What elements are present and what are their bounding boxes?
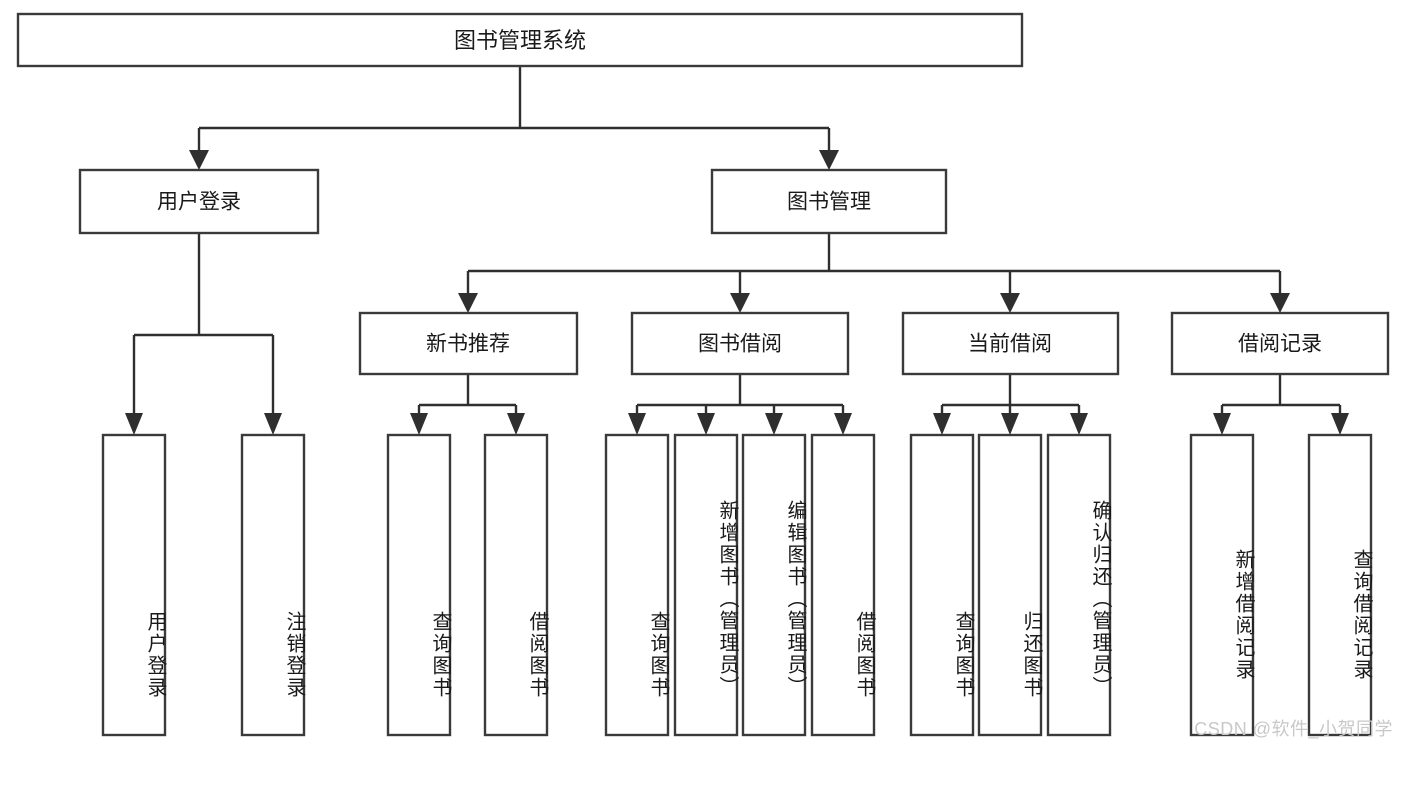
node-user-login-label: 用户登录 (157, 191, 241, 214)
leaf-book-borrow-1-box[interactable] (604, 433, 670, 737)
leaf-book-borrow-3-box[interactable] (741, 433, 807, 737)
arrow-head-leaf-user-login-2 (264, 413, 282, 435)
leaf-book-borrow-4-box[interactable] (810, 433, 876, 737)
leaf-user-login-1-box[interactable] (101, 433, 167, 737)
node-root-label: 图书管理系统 (454, 28, 586, 53)
arrow-head-user-login (189, 150, 209, 170)
leaf-new-book-1-box[interactable] (386, 433, 452, 737)
watermark-text: CSDN @软件_小贺同学 (1194, 719, 1393, 739)
arrow-head-leaf-book-borrow-2 (697, 413, 715, 435)
node-new-book-recommend-box[interactable] (358, 311, 579, 376)
arrow-head-leaf-current-borrow-1 (933, 413, 951, 435)
leaf-current-borrow-2-box[interactable] (977, 433, 1043, 737)
arrow-head-book-mgmt (819, 150, 839, 170)
node-layer: 图书管理系统 用户登录 图书管理 新书推荐 图书借阅 当前借阅 借阅记录 (16, 12, 1390, 737)
node-borrow-record-label: 借阅记录 (1238, 333, 1322, 356)
arrow-head-leaf-current-borrow-2 (1001, 413, 1019, 435)
arrow-head-current-borrow (1000, 293, 1020, 313)
node-current-borrow-box[interactable] (901, 311, 1120, 376)
node-root-box[interactable] (16, 12, 1024, 68)
arrow-head-leaf-book-borrow-1 (628, 413, 646, 435)
arrow-head-leaf-borrow-record-1 (1213, 413, 1231, 435)
leaf-borrow-record-2-box[interactable] (1307, 433, 1373, 737)
leaf-new-book-2-box[interactable] (483, 433, 549, 737)
arrow-head-book-borrow (730, 293, 750, 313)
node-book-management-label: 图书管理 (787, 191, 871, 214)
leaf-borrow-record-1-box[interactable] (1189, 433, 1255, 737)
leaf-user-login-2-box[interactable] (240, 433, 306, 737)
node-borrow-record-box[interactable] (1170, 311, 1390, 376)
arrow-head-leaf-user-login-1 (125, 413, 143, 435)
arrow-head-leaf-book-borrow-3 (765, 413, 783, 435)
node-book-management-box[interactable] (710, 168, 948, 235)
arrow-head-leaf-new-book-1 (410, 413, 428, 435)
arrow-head-borrow-record (1270, 293, 1290, 313)
arrow-head-new-book (458, 293, 478, 313)
node-book-borrow-label: 图书借阅 (698, 333, 782, 356)
leaf-book-borrow-2-box[interactable] (673, 433, 739, 737)
leaf-current-borrow-1-box[interactable] (909, 433, 975, 737)
node-user-login-box[interactable] (78, 168, 320, 235)
arrow-head-leaf-new-book-2 (507, 413, 525, 435)
node-new-book-recommend-label: 新书推荐 (426, 333, 510, 356)
arrow-head-leaf-book-borrow-4 (834, 413, 852, 435)
node-book-borrow-box[interactable] (630, 311, 850, 376)
connector-layer (125, 66, 1349, 435)
arrow-head-leaf-current-borrow-3 (1070, 413, 1088, 435)
diagram-canvas: 图书管理系统 用户登录 图书管理 新书推荐 图书借阅 当前借阅 借阅记录 (16, 12, 1390, 737)
leaf-current-borrow-3-box[interactable] (1046, 433, 1112, 737)
node-current-borrow-label: 当前借阅 (968, 333, 1052, 356)
diagram-root: 图书管理系统 用户登录 图书管理 新书推荐 图书借阅 当前借阅 借阅记录 (16, 12, 1393, 739)
arrow-head-leaf-borrow-record-2 (1331, 413, 1349, 435)
